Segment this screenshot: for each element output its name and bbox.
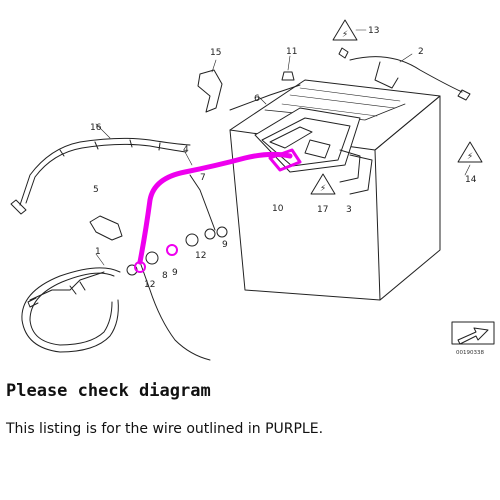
part-label-6: 6 [254,94,260,104]
part-label-1: 1 [95,247,101,257]
listing-caption: This listing is for the wire outlined in… [6,421,324,437]
part-16-cable [10,137,191,215]
part-15-bracket [197,69,223,113]
part-label-17: 17 [317,205,328,215]
part-label-7: 7 [200,173,206,183]
part-label-12b: 12 [195,251,206,261]
cable-part-4 [189,174,216,231]
part-label-14: 14 [465,175,477,185]
cable-lower-left [139,261,211,361]
part-label-16: 16 [90,123,102,133]
page-heading: Please check diagram [6,381,211,401]
part-label-11: 11 [286,47,297,57]
highlighted-wire [134,148,302,273]
cable-part-6 [229,84,301,111]
reference-code: 00190338 [456,350,484,356]
warning-triangles [310,19,483,195]
part-5-clip [89,215,123,241]
warning-symbol-17: ⚡ [320,184,326,194]
part-label-4: 4 [183,145,189,155]
part-label-10: 10 [272,204,284,214]
part-label-2: 2 [418,47,424,57]
part-2-cable [338,47,471,101]
part-label-5: 5 [93,185,99,195]
part-label-8: 8 [162,271,168,281]
part-label-9b: 9 [222,240,228,250]
part-1-cable [21,267,121,353]
part-label-12a: 12 [144,280,155,290]
warning-symbol-13: ⚡ [342,30,348,40]
part-11-nut [281,71,295,81]
battery [229,79,441,301]
parts-diagram: ⚡ ⚡ ⚡ 1 2 3 4 5 6 7 8 9 9 10 11 12 12 13… [10,19,495,361]
part-label-13: 13 [368,26,379,36]
part-label-15: 15 [210,48,221,58]
warning-symbol-14: ⚡ [467,152,473,162]
reference-symbol [451,321,495,345]
part-label-3: 3 [346,205,352,215]
part-label-9a: 9 [172,268,178,278]
leader-lines [95,29,471,266]
